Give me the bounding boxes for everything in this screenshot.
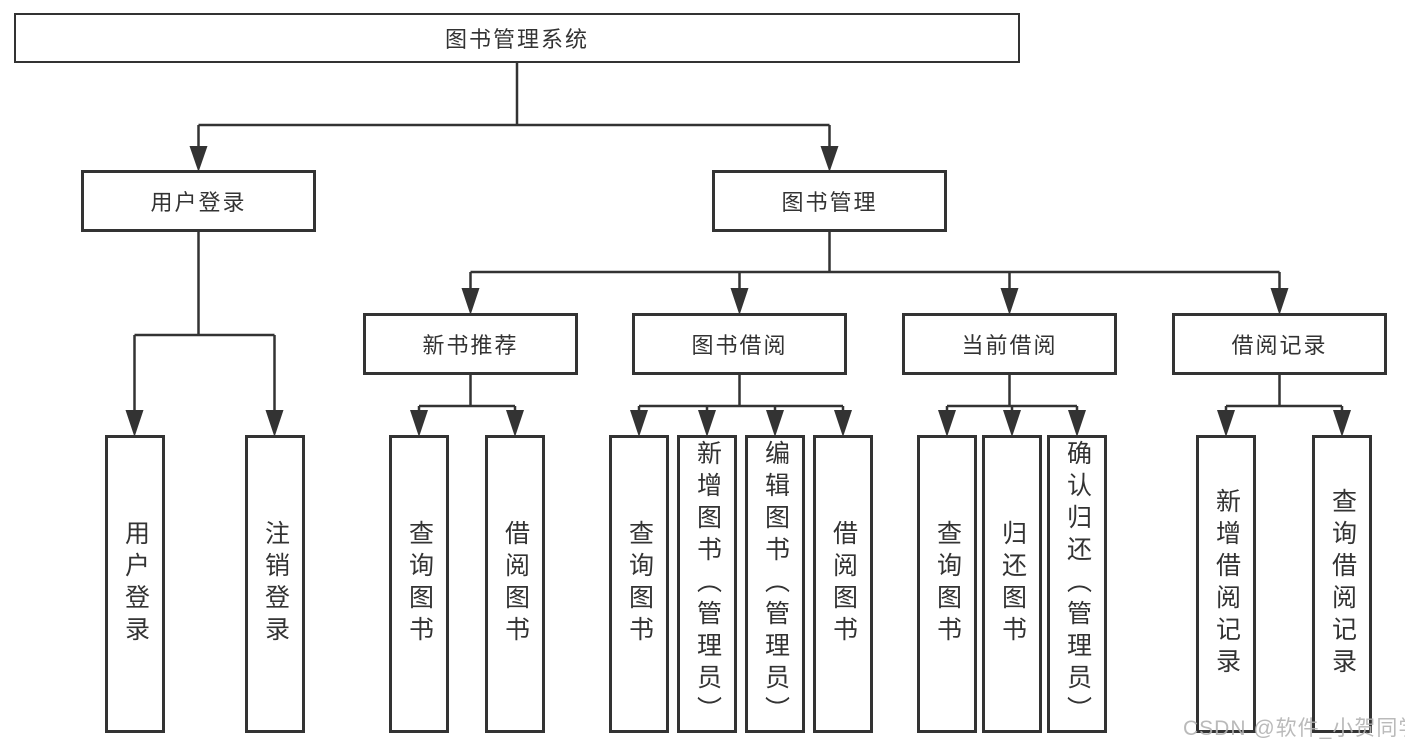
arrowhead: [125, 410, 144, 437]
node-user-login: 用户登录: [81, 170, 316, 232]
connector-user-login-to-leaves: [125, 232, 284, 437]
node-new-book-recommendation: 新书推荐: [363, 313, 578, 375]
leaf-return-books-label: 归还图书: [998, 520, 1027, 648]
arrowhead: [189, 146, 208, 172]
arrowhead: [265, 410, 284, 437]
leaf-query-books-recommendation-label: 查询图书: [405, 520, 434, 648]
node-user-login-label: 用户登录: [150, 190, 247, 215]
arrowhead: [766, 410, 784, 437]
arrowhead: [698, 410, 716, 437]
leaf-query-borrow-record-label: 查询借阅记录: [1328, 488, 1357, 680]
node-library-system-label: 图书管理系统: [444, 27, 589, 52]
arrowhead: [938, 410, 956, 437]
leaf-borrow-books-recommendation-label: 借阅图书: [501, 520, 530, 648]
arrowhead: [1270, 288, 1289, 315]
arrowhead: [1068, 410, 1086, 437]
leaf-borrow-books-recommendation: 借阅图书: [485, 435, 545, 733]
arrowhead: [1217, 410, 1235, 437]
arrowhead: [730, 288, 749, 315]
leaf-return-books: 归还图书: [982, 435, 1042, 733]
leaf-query-borrow-record: 查询借阅记录: [1312, 435, 1372, 733]
connector-records-to-leaves: [1217, 375, 1351, 437]
leaf-user-login: 用户登录: [105, 435, 165, 733]
arrowhead: [1003, 410, 1021, 437]
leaf-logout-label: 注销登录: [261, 520, 290, 648]
arrowhead: [1000, 288, 1019, 315]
watermark: CSDN @软件_小贺同学: [1183, 717, 1405, 740]
leaf-query-books-recommendation: 查询图书: [389, 435, 449, 733]
leaf-edit-books-admin-label: 编辑图书（管理员）: [761, 440, 790, 728]
arrowhead: [820, 146, 839, 172]
node-book-management-label: 图书管理: [781, 190, 878, 215]
leaf-query-books-borrowing: 查询图书: [609, 435, 669, 733]
node-new-book-recommendation-label: 新书推荐: [422, 333, 519, 358]
leaf-add-books-admin-label: 新增图书（管理员）: [693, 440, 722, 728]
node-library-system: 图书管理系统: [14, 13, 1020, 63]
arrowhead: [630, 410, 648, 437]
leaf-query-books-current: 查询图书: [917, 435, 977, 733]
arrowhead: [834, 410, 852, 437]
node-current-borrowing-label: 当前借阅: [961, 333, 1058, 358]
connector-book-management-to-level3: [461, 232, 1289, 315]
leaf-user-login-label: 用户登录: [121, 520, 150, 648]
arrowhead: [1333, 410, 1351, 437]
leaf-confirm-return-admin: 确认归还（管理员）: [1047, 435, 1107, 733]
leaf-add-borrow-record-label: 新增借阅记录: [1212, 488, 1241, 680]
node-book-borrowing-label: 图书借阅: [691, 333, 788, 358]
connector-root-to-level2: [189, 63, 839, 172]
connector-recommendation-to-leaves: [410, 375, 524, 437]
leaf-borrow-books-borrowing-label: 借阅图书: [829, 520, 858, 648]
node-book-borrowing: 图书借阅: [632, 313, 847, 375]
node-book-management: 图书管理: [712, 170, 947, 232]
leaf-query-books-borrowing-label: 查询图书: [625, 520, 654, 648]
arrowhead: [506, 410, 524, 437]
leaf-add-books-admin: 新增图书（管理员）: [677, 435, 737, 733]
node-borrowing-records-label: 借阅记录: [1231, 333, 1328, 358]
node-borrowing-records: 借阅记录: [1172, 313, 1387, 375]
arrowhead: [461, 288, 480, 315]
leaf-query-books-current-label: 查询图书: [933, 520, 962, 648]
leaf-confirm-return-admin-label: 确认归还（管理员）: [1063, 440, 1092, 728]
leaf-add-borrow-record: 新增借阅记录: [1196, 435, 1256, 733]
arrowhead: [410, 410, 428, 437]
connector-borrowing-to-leaves: [630, 375, 852, 437]
node-current-borrowing: 当前借阅: [902, 313, 1117, 375]
connector-current-to-leaves: [938, 375, 1086, 437]
leaf-logout: 注销登录: [245, 435, 305, 733]
leaf-borrow-books-borrowing: 借阅图书: [813, 435, 873, 733]
leaf-edit-books-admin: 编辑图书（管理员）: [745, 435, 805, 733]
